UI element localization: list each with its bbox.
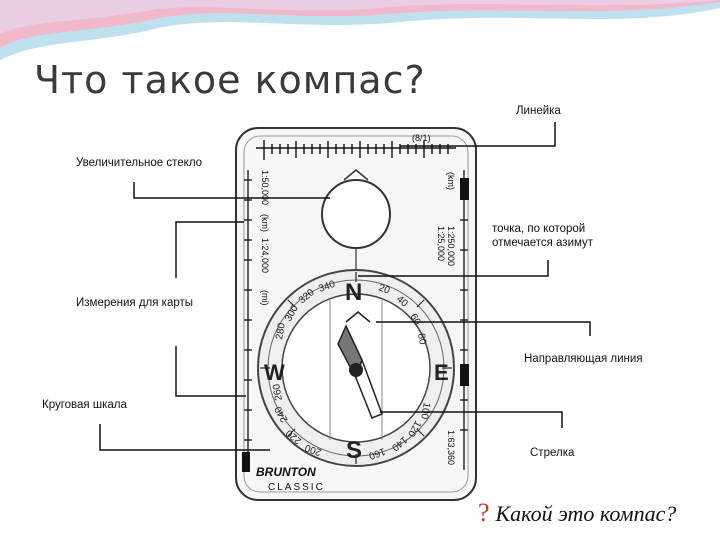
orienting-lines (329, 300, 383, 440)
ruler (256, 140, 456, 160)
label-ruler: Линейка (516, 105, 561, 117)
svg-text:1:25,000: 1:25,000 (436, 226, 446, 261)
dial-number: 80 (415, 333, 428, 346)
leader-lines (99, 122, 591, 451)
question-text: Какой это компас? (495, 501, 677, 526)
svg-text:1:250,000: 1:250,000 (446, 226, 456, 266)
left-scale (244, 170, 252, 470)
label-azimuth-line1: точка, по которой (492, 223, 586, 235)
ruler-mark: (8/1) (412, 133, 431, 143)
dial-number: 260 (271, 383, 285, 402)
dial-cardinal-s: S (346, 437, 362, 464)
svg-text:(km): (km) (260, 214, 270, 232)
dial-cardinal-w: W (264, 360, 285, 385)
dial-cardinal-e: E (434, 360, 449, 385)
label-dial: Круговая шкала (42, 399, 127, 411)
magnifier-lens (321, 179, 391, 249)
question-line: ?Какой это компас? (478, 498, 676, 528)
dial-number: 60 (407, 312, 422, 328)
svg-text:(km): (km) (446, 172, 456, 190)
svg-text:1:24,000: 1:24,000 (260, 238, 270, 273)
label-magnifier: Увеличительное стекло (76, 157, 203, 169)
slide-title: Что такое компас? (34, 58, 426, 102)
label-needle: Стрелка (530, 447, 575, 459)
svg-text:(mi): (mi) (260, 290, 270, 306)
label-guide-line: Направляющая линия (524, 353, 643, 365)
svg-text:1:63,360: 1:63,360 (446, 430, 456, 465)
brand-name: BRUNTON (256, 465, 316, 479)
dial-number: 100 (418, 401, 432, 420)
label-map-measure: Измерения для карты (76, 297, 194, 309)
dial-cardinal-n: N (345, 279, 362, 306)
svg-text:1:50,000: 1:50,000 (260, 170, 270, 205)
dial-number: 20 (377, 282, 392, 296)
header-banner (0, 0, 720, 60)
label-azimuth-line2: отмечается азимут (492, 237, 594, 249)
model-name: CLASSIC (268, 482, 325, 493)
dial-number: 280 (274, 322, 288, 341)
question-mark: ? (478, 498, 490, 527)
